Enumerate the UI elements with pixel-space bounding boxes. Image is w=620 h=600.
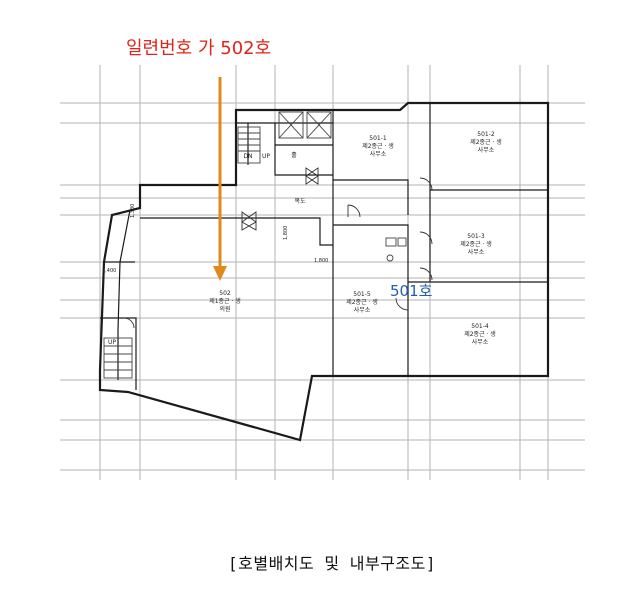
room-501-3-use: 제2종근 · 생	[460, 240, 492, 248]
figure-caption: [호별배치도 및 내부구조도]	[228, 554, 436, 573]
room-501-3-number: 501-3	[467, 233, 485, 240]
corridor-label: 복도	[294, 198, 306, 205]
stair-up-label: UP	[262, 153, 270, 160]
room-501-5-type: 사무소	[354, 306, 371, 314]
room-502-use: 제1종근 · 생	[209, 297, 241, 305]
room-501-4-type: 사무소	[472, 338, 489, 346]
room-labels: 501-1 제2종근 · 생 사무소 501-2 제2종근 · 생 사무소 50…	[108, 131, 502, 346]
stair-dn-label: DN	[243, 153, 252, 160]
stair-up-label-2: UP	[108, 339, 116, 346]
dimension-labels: 1,400 1,800 1,800 1,330	[102, 204, 328, 274]
room-501-5-use: 제2종근 · 생	[346, 298, 378, 306]
door-swings	[123, 167, 433, 329]
room-501-1-number: 501-1	[369, 135, 387, 142]
toilet-fixtures	[385, 237, 407, 262]
unit-501-label: 501호	[390, 282, 433, 300]
room-502-type: 의원	[219, 305, 230, 313]
room-501-2-use: 제2종근 · 생	[470, 138, 502, 146]
room-501-3-type: 사무소	[468, 248, 485, 256]
dimension-1330: 1,330	[130, 204, 136, 218]
serial-number-title: 일련번호 가 502호	[126, 38, 272, 59]
room-501-2-number: 501-2	[477, 131, 495, 138]
room-501-1-use: 제2종근 · 생	[362, 142, 394, 150]
room-501-2-type: 사무소	[478, 146, 495, 154]
stair-core	[103, 126, 261, 379]
outer-walls	[98, 101, 550, 442]
dimension-1400: 1,400	[102, 268, 116, 274]
room-501-1-type: 사무소	[370, 150, 387, 158]
room-501-4-use: 제2종근 · 생	[464, 330, 496, 338]
hall-label: 홀	[291, 151, 297, 159]
dimension-1800-b: 1,800	[314, 258, 328, 264]
pointer-arrow	[213, 77, 227, 281]
dimension-1800-a: 1,800	[283, 226, 289, 240]
grid-lines	[60, 65, 585, 480]
elevator-shafts	[278, 111, 332, 139]
room-501-5-number: 501-5	[353, 291, 371, 298]
room-502-number: 502	[219, 290, 231, 297]
inner-walls	[100, 103, 548, 390]
room-501-4-number: 501-4	[471, 323, 489, 330]
